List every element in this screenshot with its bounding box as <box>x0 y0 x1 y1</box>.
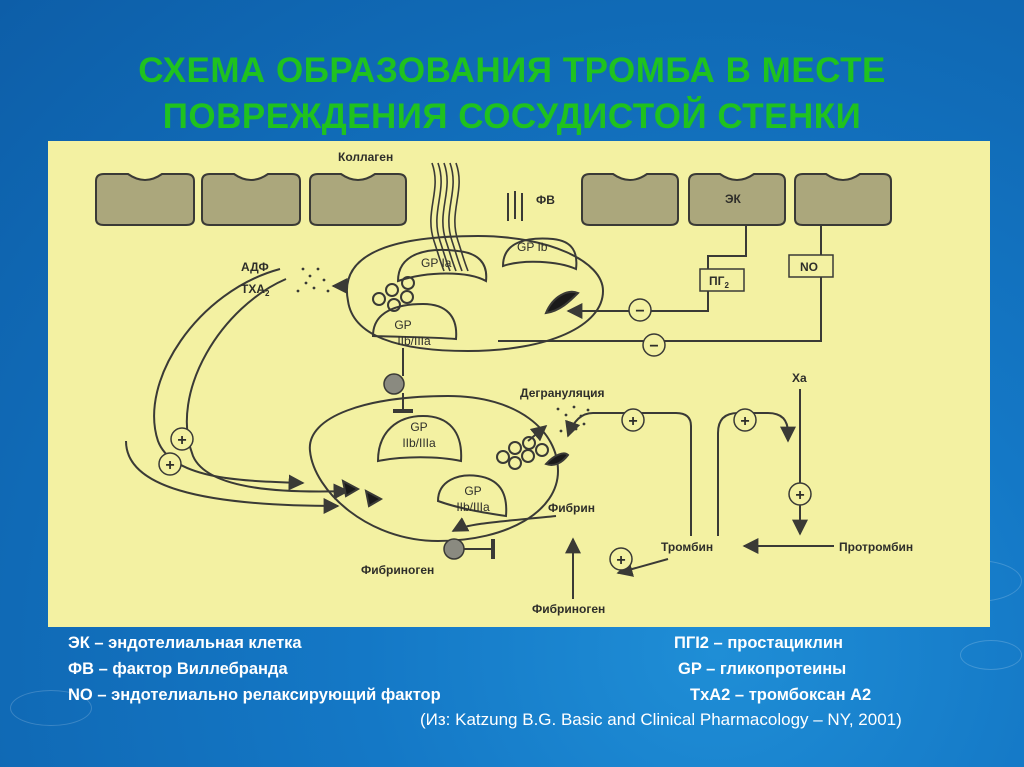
plus-sign: + <box>795 487 804 504</box>
endothelial-cell <box>582 174 678 225</box>
legend-gp: GP – гликопротеины <box>678 659 846 679</box>
endothelial-cell <box>202 174 300 225</box>
gp-label: GP <box>394 318 411 332</box>
ek-label: ЭК <box>725 192 742 206</box>
prothrombin-label: Протромбин <box>839 540 913 554</box>
thrombin-label: Тромбин <box>661 540 713 554</box>
slide-title: СХЕМА ОБРАЗОВАНИЯ ТРОМБА В МЕСТЕ ПОВРЕЖД… <box>0 48 1024 140</box>
fibrinogen-molecule-icon <box>384 374 404 394</box>
legend-txa2: TxA2 – тромбоксан А2 <box>690 685 871 705</box>
endothelial-cell <box>310 174 406 225</box>
title-line-1: СХЕМА ОБРАЗОВАНИЯ ТРОМБА В МЕСТЕ <box>0 48 1024 94</box>
fibrinogen-molecule-icon <box>444 539 464 559</box>
endothelial-cell <box>96 174 194 225</box>
adp-label: АДФ <box>241 260 269 274</box>
plus-sign: + <box>628 413 637 430</box>
iibiiia-label: IIb/IIIa <box>456 500 490 514</box>
plus-sign: + <box>165 457 174 474</box>
plus-sign: + <box>177 432 186 449</box>
upper-platelet <box>347 236 603 351</box>
vwf-label: ФВ <box>536 193 555 207</box>
iibiiia-label: IIb/IIIa <box>402 436 436 450</box>
legend-pgi2: ПГI2 – простациклин <box>674 633 843 653</box>
plus-sign: + <box>616 552 625 569</box>
xa-label: Ха <box>792 371 807 385</box>
ripple-decoration <box>960 640 1022 670</box>
fibrinogen-label-bottom: Фибриноген <box>532 602 605 616</box>
legend-fv: ФВ – фактор Виллебранда <box>68 659 288 679</box>
endothelial-cell <box>795 174 891 225</box>
minus-sign: − <box>635 303 644 320</box>
degranulation-arrow <box>528 426 546 441</box>
iibiiia-label: IIb/IIIa <box>397 334 431 348</box>
gp-ia-label: GP Ia <box>421 256 452 270</box>
fibrin-label: Фибрин <box>548 501 595 515</box>
degranulation-label: Дегрануляция <box>520 386 605 400</box>
legend-ek: ЭК – эндотелиальная клетка <box>68 633 302 653</box>
legend-no: NO – эндотелиально релаксирующий фактор <box>68 685 441 705</box>
plus-sign: + <box>740 413 749 430</box>
receptor-mark <box>366 491 381 506</box>
gp-label: GP <box>464 484 481 498</box>
citation: (Из: Katzung B.G. Basic and Clinical Pha… <box>420 710 902 730</box>
fibrinogen-label: Фибриноген <box>361 563 434 577</box>
minus-sign: − <box>649 338 658 355</box>
title-line-2: ПОВРЕЖДЕНИЯ СОСУДИСТОЙ СТЕНКИ <box>0 94 1024 140</box>
thrombus-diagram: Коллаген ФВ ЭК ПГ2 NO АДФ ТХА2 GP Ia GP … <box>48 141 990 627</box>
txa2-label: ТХА2 <box>241 282 270 298</box>
collagen-fibers <box>431 163 468 271</box>
gp-ib-label: GP Ib <box>517 240 548 254</box>
collagen-label: Коллаген <box>338 150 393 164</box>
vwf-marks <box>508 191 522 221</box>
receptor-mark <box>343 481 358 496</box>
gp-label: GP <box>410 420 427 434</box>
no-label: NO <box>800 260 818 274</box>
